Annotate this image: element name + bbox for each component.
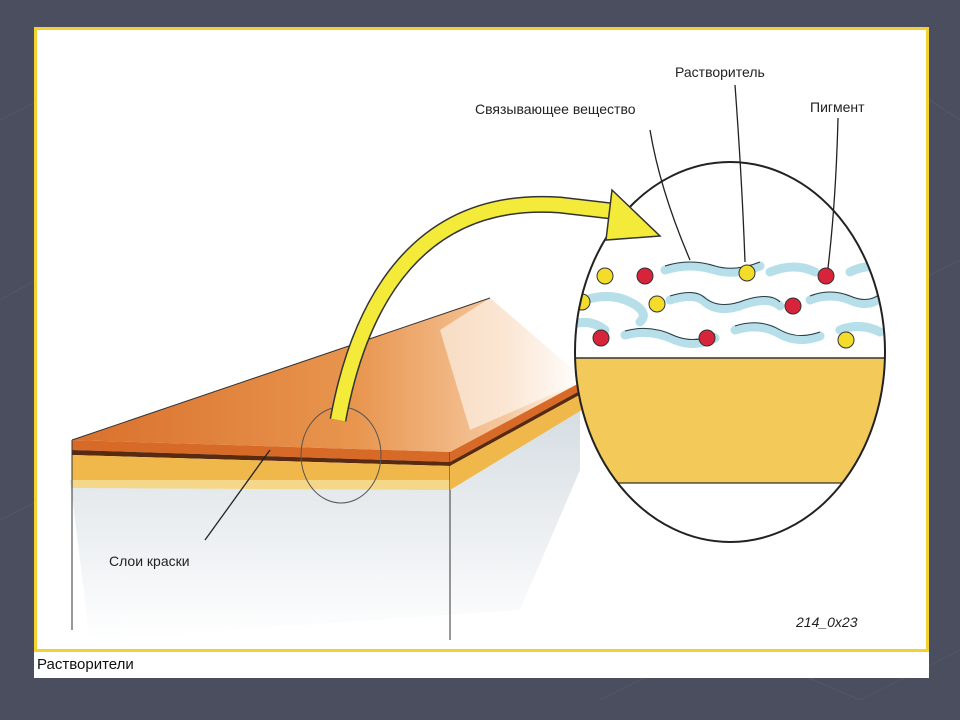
magnified-circle-outline	[574, 161, 886, 543]
pigment-particles	[592, 267, 835, 347]
label-binder: Связывающее вещество	[475, 101, 636, 117]
board-top	[71, 297, 585, 452]
leader-lines	[204, 84, 839, 541]
label-solvent: Растворитель	[675, 64, 765, 80]
board-side-edge	[450, 380, 585, 490]
solvent-particles	[575, 264, 855, 349]
caption: Растворители	[37, 656, 134, 673]
label-pigment: Пигмент	[810, 99, 865, 115]
label-paint-layers: Слои краски	[109, 553, 190, 569]
board-front-edge	[71, 440, 451, 640]
figure-code: 214_0x23	[796, 614, 858, 630]
magnify-arrow	[329, 188, 662, 422]
board-shadow	[70, 400, 580, 640]
